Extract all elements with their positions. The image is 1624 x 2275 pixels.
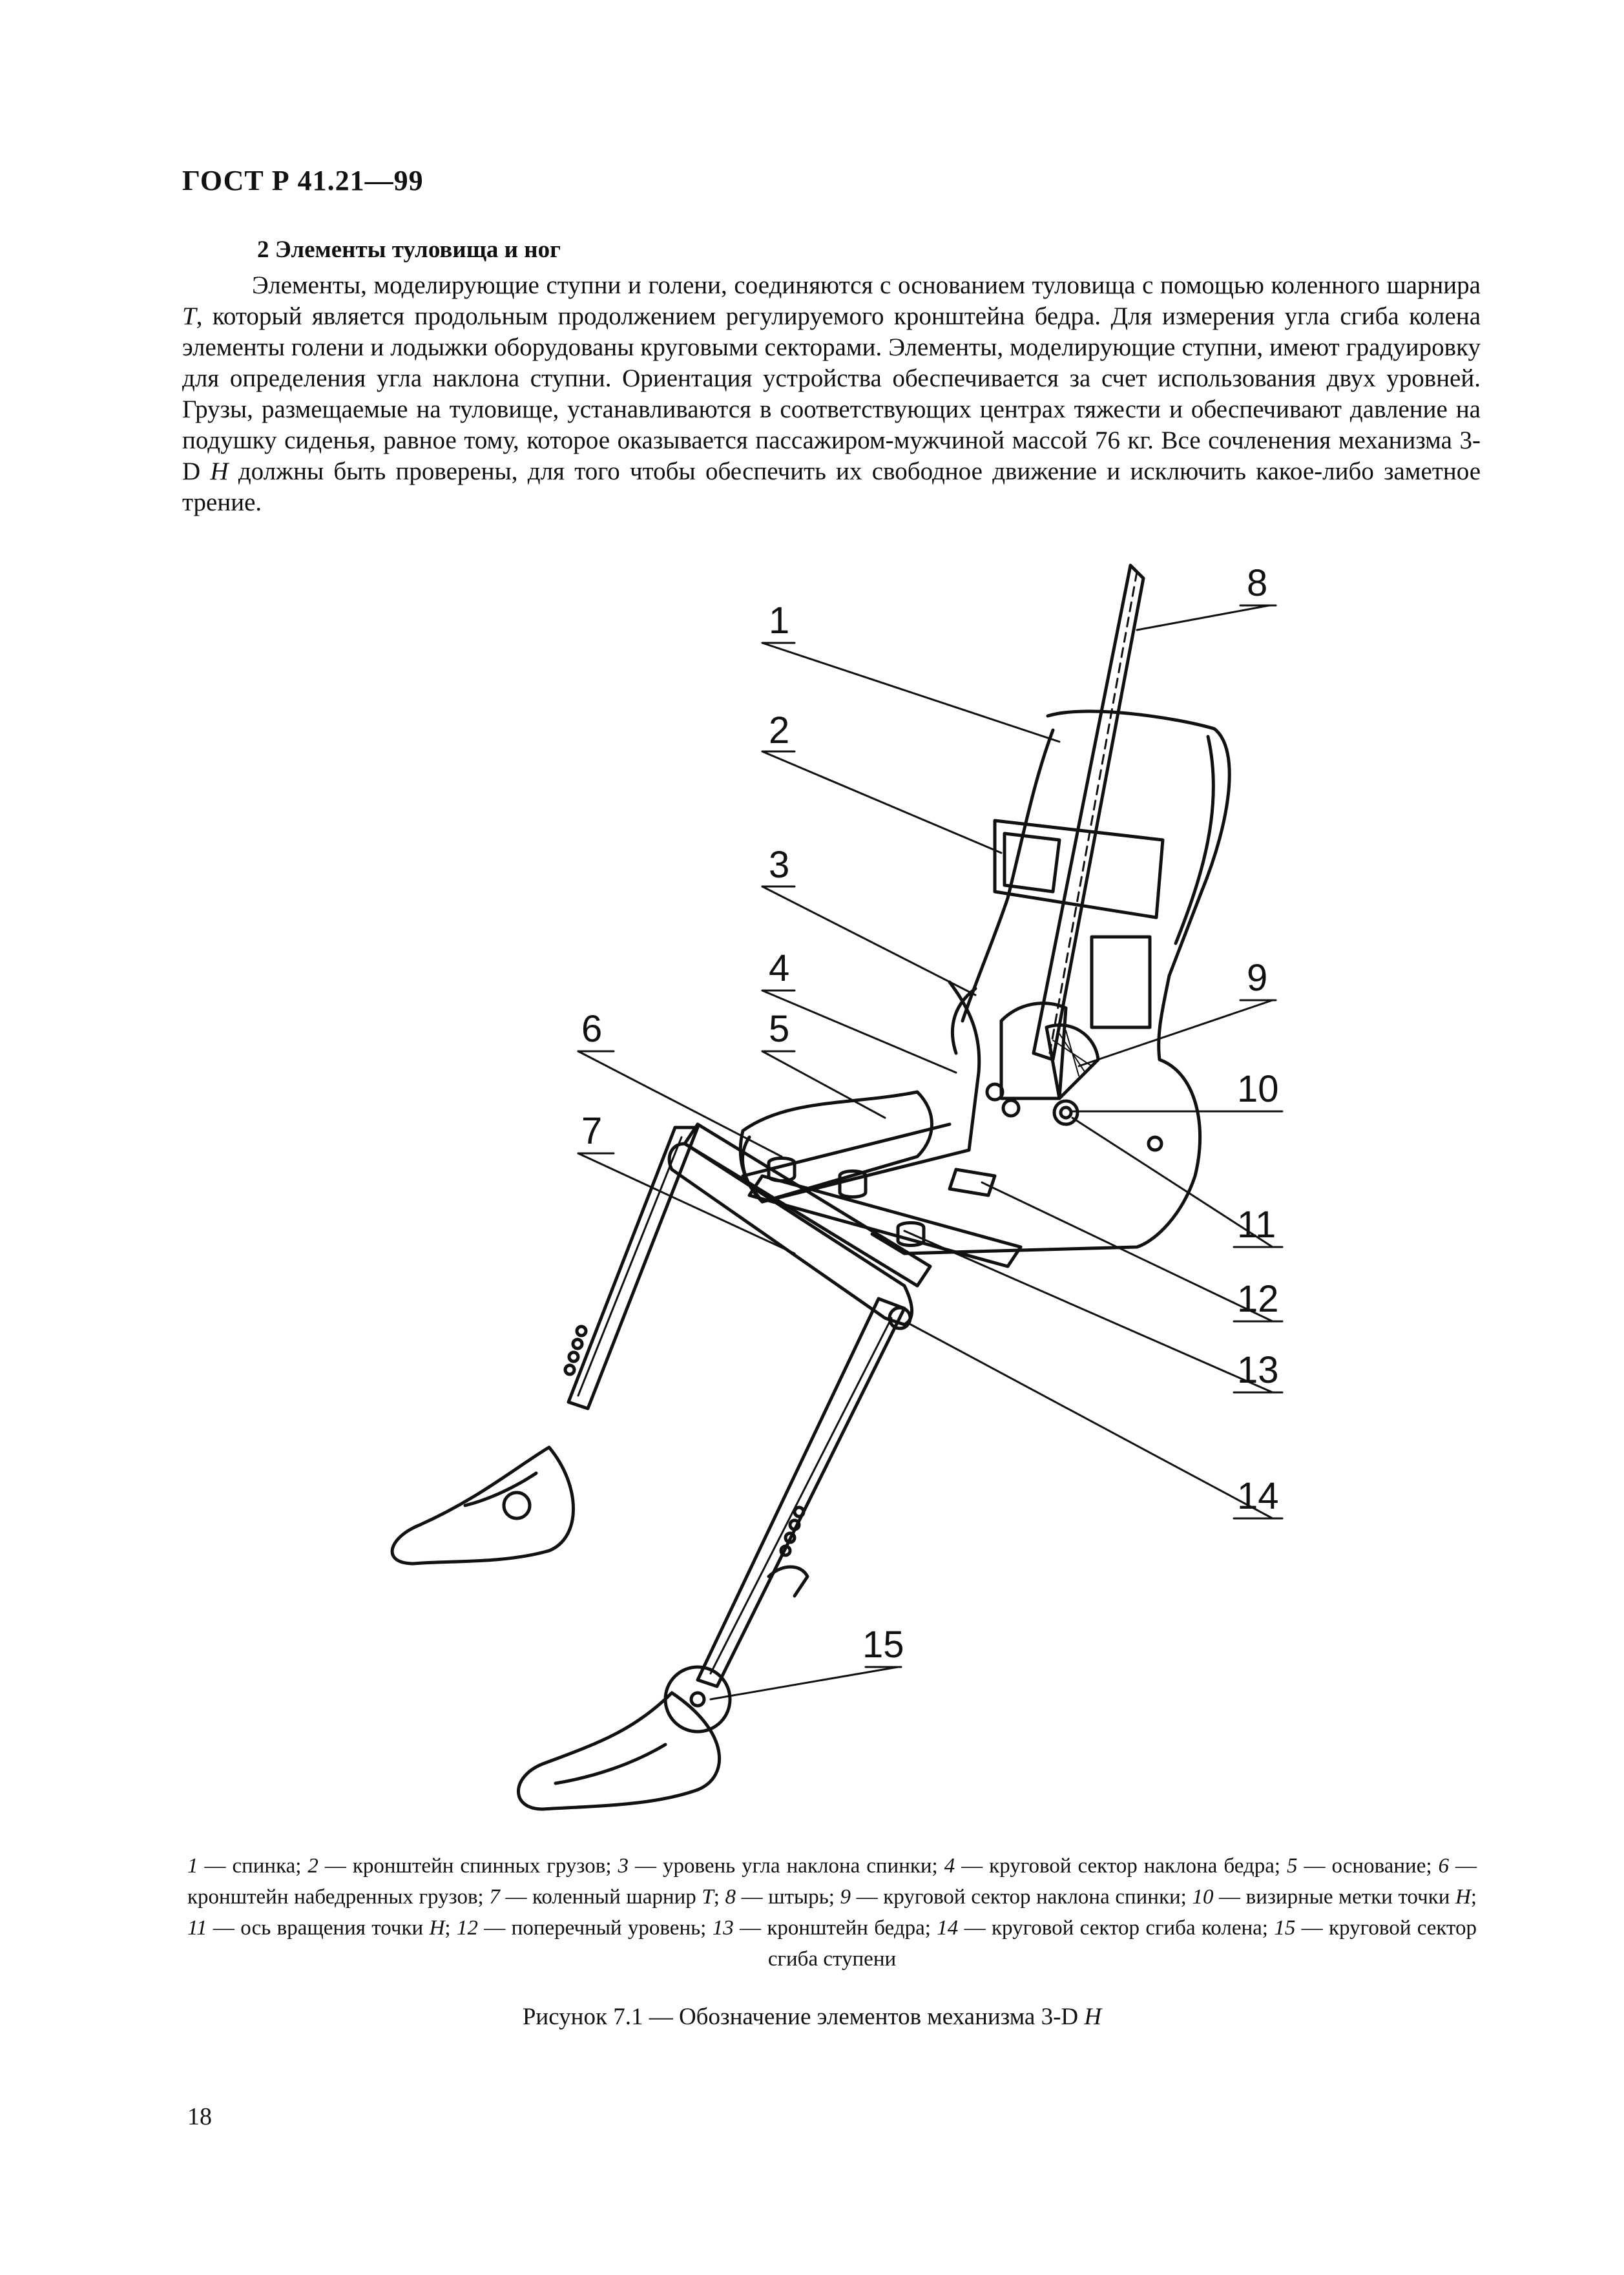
legend-text-4: — круговой сектор наклона бедра; [955,1854,1287,1878]
legend-num-15: 15 [1274,1916,1296,1940]
legend-num-9: 9 [840,1885,851,1909]
torso-frame [741,980,981,1204]
page-number: 18 [187,2103,212,2130]
seat-back-shell [870,709,1231,1255]
legend-num-8: 8 [725,1885,736,1909]
callout-2: 2 [769,709,789,751]
knee-sector [888,1306,912,1330]
legend-text-12: — поперечный уровень; [477,1916,713,1940]
legend-text-14: — круговой сектор сгиба колена; [958,1916,1275,1940]
back-plate [1090,935,1152,1029]
figure-legend: 1 — спинка; 2 — кронштейн спинных грузов… [187,1850,1477,1975]
callout-12: 12 [1237,1278,1279,1320]
legend-text-7: — коленный шарнир [499,1885,702,1909]
cross-level [948,1168,997,1197]
knee-joint-symbol: T [182,302,196,330]
legend-h-symbol-1: H [1455,1885,1471,1909]
section-paragraph: Элементы, моделирующие ступни и голени, … [182,270,1481,518]
legend-h-symbol-2: H [429,1916,445,1940]
legend-text-8: — штырь; [735,1885,840,1909]
back-angle-sector [1045,1023,1100,1100]
callout-15: 15 [862,1624,904,1666]
callout-6: 6 [581,1008,602,1050]
rod [1032,563,1145,1062]
thigh-bracket [747,1174,1023,1268]
legend-text-5: — основание; [1297,1854,1439,1878]
legend-num-3: 3 [618,1854,629,1878]
callout-7: 7 [581,1110,602,1152]
callout-11: 11 [1237,1204,1276,1246]
callout-14: 14 [1237,1475,1279,1517]
paragraph-text-3: должны быть проверены, для того чтобы об… [182,457,1481,516]
document-code-header: ГОСТ Р 41.21—99 [182,165,424,196]
legend-text-6: — кронштейн набедренных грузов; [187,1854,1477,1909]
right-shin [696,1297,906,1688]
callout-8: 8 [1247,562,1267,604]
callout-5: 5 [769,1008,789,1050]
paragraph-text-2: , который является продольным продолжени… [182,302,1481,485]
legend-num-12: 12 [456,1916,478,1940]
thigh-sector [999,1001,1068,1100]
back-weight-bracket [993,819,1165,919]
seat-back-inner [961,728,1055,1023]
legend-text-3: — уровень угла наклона спинки; [628,1854,944,1878]
seat-back-edge [1174,735,1215,945]
legend-separator: ; [713,1885,725,1909]
knee-joint [667,1142,914,1326]
legend-num-14: 14 [937,1916,959,1940]
legend-num-5: 5 [1287,1854,1298,1878]
legend-t-symbol: T [702,1885,714,1909]
legend-num-13: 13 [712,1916,734,1940]
section-title: 2 Элементы туловища и ног [257,236,561,263]
legend-num-6: 6 [1438,1854,1450,1878]
seat-base [738,1090,933,1204]
h-point-pivot [1052,1099,1079,1126]
callout-3: 3 [769,844,789,886]
legend-text-15: — круговой сектор сгиба ступени [767,1916,1477,1971]
legend-text-1: — спинка; [198,1854,308,1878]
legend-text-13: — кронштейн бедра; [733,1916,937,1940]
legend-separator: ; [1470,1885,1477,1909]
leader-lines [577,604,1284,1701]
left-foot [390,1445,575,1566]
legend-num-11: 11 [187,1916,207,1940]
legend-separator: ; [444,1916,457,1940]
legend-text-10: — визирные метки точки [1213,1885,1455,1909]
callout-10: 10 [1237,1068,1279,1110]
legend-num-10: 10 [1192,1885,1214,1909]
callout-1: 1 [769,600,789,642]
left-shin [567,1126,700,1410]
callout-13: 13 [1237,1349,1279,1391]
h-point-symbol: H [210,457,229,485]
right-foot [517,1691,722,1811]
legend-text-11: — ось вращения точки [207,1916,430,1940]
legend-num-1: 1 [187,1854,198,1878]
legend-num-2: 2 [307,1854,318,1878]
legend-num-7: 7 [489,1885,500,1909]
foot-sector [663,1665,732,1734]
legend-num-4: 4 [944,1854,955,1878]
callout-9: 9 [1247,957,1267,999]
figure-title: Рисунок 7.1 — Обозначение элементов меха… [0,2003,1624,2031]
paragraph-text-1: Элементы, моделирующие ступни и голени, … [252,271,1481,299]
callout-4: 4 [769,947,789,989]
figure-title-text: Рисунок 7.1 — Обозначение элементов меха… [522,2004,1085,2030]
legend-text-2: — кронштейн спинных грузов; [318,1854,618,1878]
legend-text-9: — круговой сектор наклона спинки; [851,1885,1192,1909]
figure-title-h-symbol: H [1084,2004,1102,2030]
